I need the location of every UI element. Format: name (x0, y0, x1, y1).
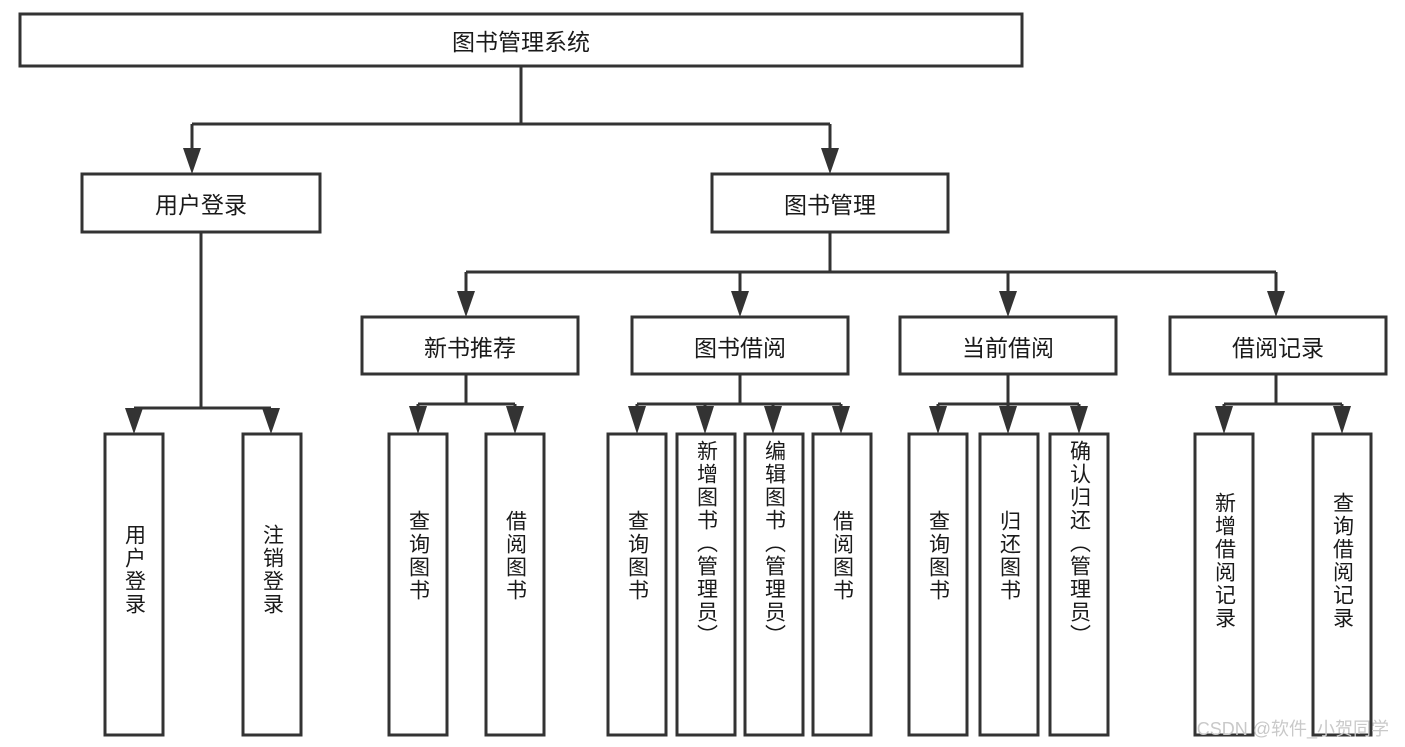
arrowhead-leaf-user-login-2 (262, 408, 280, 434)
arrowhead-nb-2 (506, 406, 524, 434)
node-borrow-record[interactable] (1168, 315, 1388, 376)
node-user-login[interactable] (80, 172, 322, 234)
node-book-borrow[interactable] (630, 315, 850, 376)
arrowhead-bb-4 (832, 406, 850, 434)
leaf-box-bb-add-book[interactable] (675, 432, 737, 737)
leaf-box-br-add-record[interactable] (1193, 432, 1255, 737)
arrowhead-current-borrow (999, 291, 1017, 317)
leaf-box-cb-return-book[interactable] (978, 432, 1040, 737)
arrowhead-book-management (821, 148, 839, 174)
leaf-box-bb-query-book[interactable] (606, 432, 668, 737)
node-root-book-management-system[interactable] (18, 12, 1024, 68)
arrowhead-br-2 (1333, 406, 1351, 434)
node-book-management[interactable] (710, 172, 950, 234)
leaf-box-logout[interactable] (241, 432, 303, 737)
arrowhead-cb-3 (1070, 406, 1088, 434)
leaf-box-nb-query-book[interactable] (387, 432, 449, 737)
arrowhead-br-1 (1215, 406, 1233, 434)
arrowhead-user-login (183, 148, 201, 174)
arrowhead-book-borrow (731, 291, 749, 317)
leaf-box-br-query-record[interactable] (1311, 432, 1373, 737)
leaf-box-user-login[interactable] (103, 432, 165, 737)
arrowhead-bb-2 (696, 406, 714, 434)
node-current-borrow[interactable] (898, 315, 1118, 376)
arrowhead-bb-1 (628, 406, 646, 434)
leaf-box-nb-borrow-book[interactable] (484, 432, 546, 737)
arrowhead-cb-1 (929, 406, 947, 434)
leaf-box-bb-edit-book[interactable] (743, 432, 805, 737)
leaf-box-cb-confirm-return[interactable] (1048, 432, 1110, 737)
node-new-book-recommend[interactable] (360, 315, 580, 376)
arrowhead-borrow-record (1267, 291, 1285, 317)
arrowhead-bb-3 (764, 406, 782, 434)
arrowhead-leaf-user-login-1 (125, 408, 143, 434)
arrowhead-nb-1 (409, 406, 427, 434)
arrowhead-new-book-recommend (457, 291, 475, 317)
arrowhead-cb-2 (999, 406, 1017, 434)
leaf-box-bb-borrow-book[interactable] (811, 432, 873, 737)
leaf-box-cb-query-book[interactable] (907, 432, 969, 737)
